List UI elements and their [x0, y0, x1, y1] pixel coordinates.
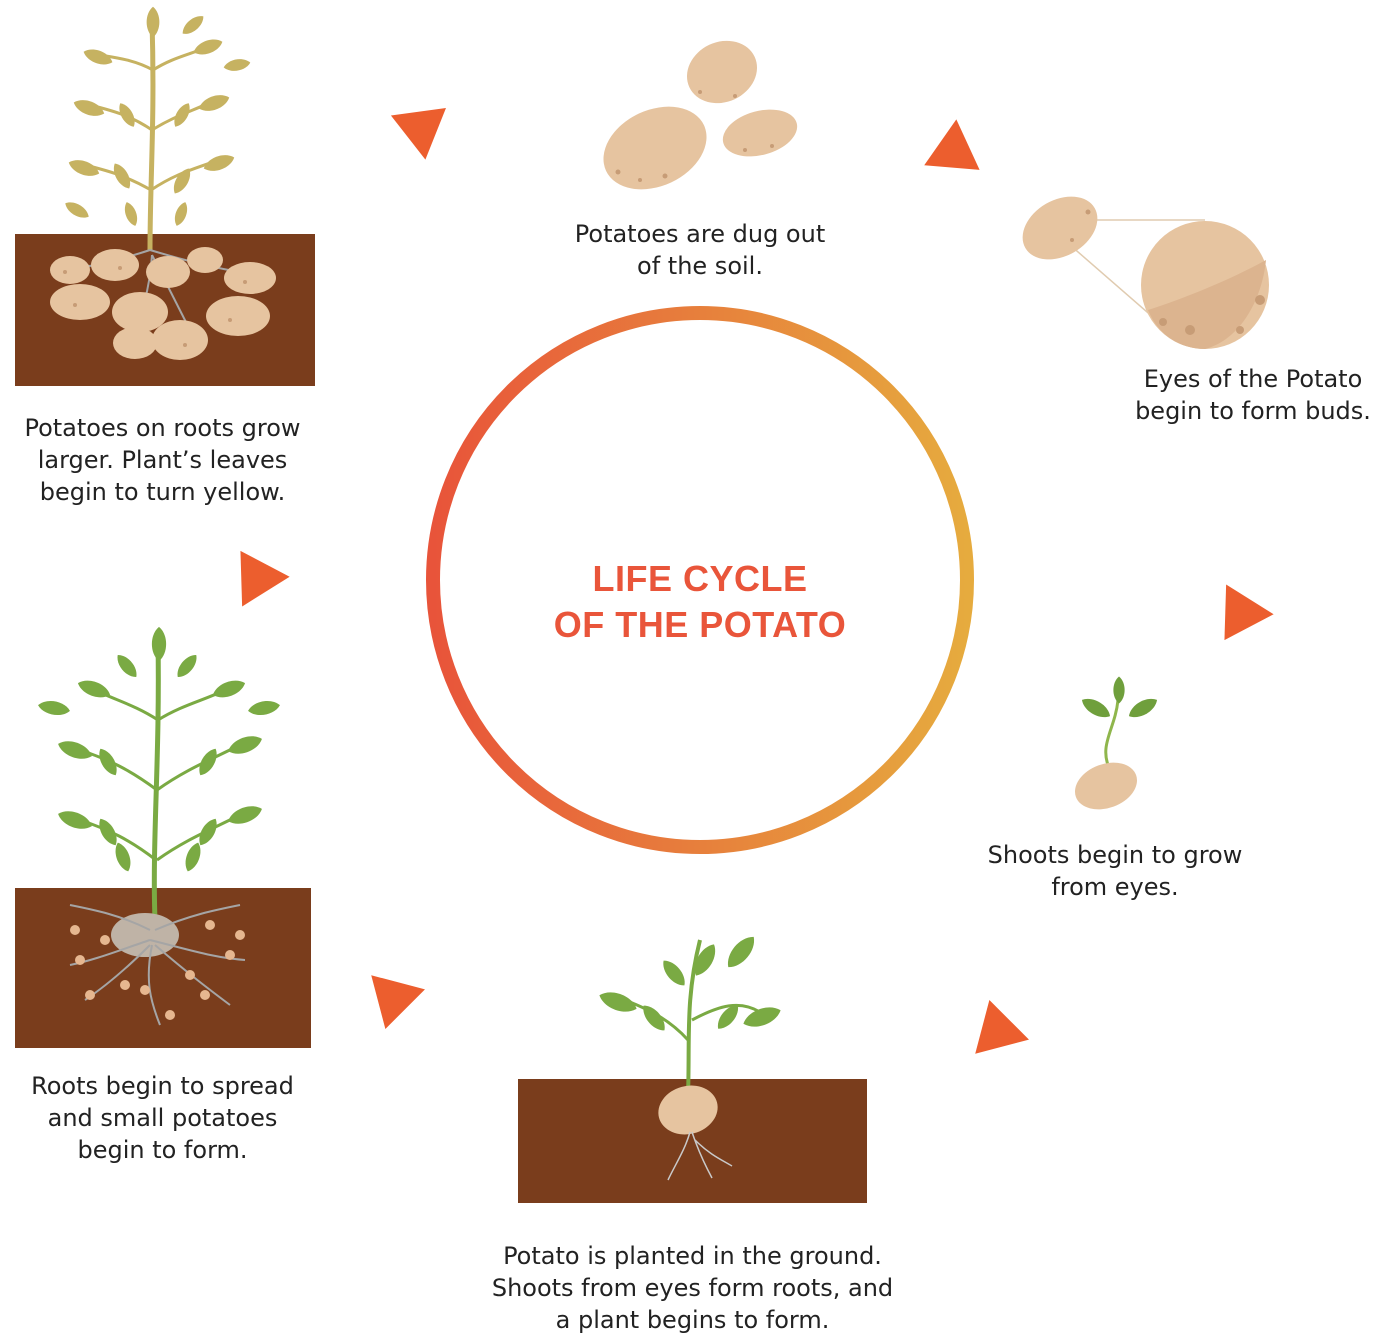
title-line-1: LIFE CYCLE	[480, 556, 920, 602]
caption-line: of the soil.	[500, 250, 900, 282]
caption-roots-spread: Roots begin to spread and small potatoes…	[10, 1070, 315, 1166]
planted-potato-illustration	[518, 932, 867, 1203]
caption-line: begin to turn yellow.	[5, 476, 320, 508]
arrow-2-icon	[878, 87, 995, 193]
arrow-1-icon	[347, 86, 463, 194]
potato-eye-zoom-illustration	[1011, 184, 1269, 349]
caption-line: a plant begins to form.	[455, 1304, 930, 1336]
caption-line: Eyes of the Potato	[1110, 363, 1396, 395]
caption-line: Roots begin to spread	[10, 1070, 315, 1102]
arrow-4-icon	[955, 960, 1068, 1073]
diagram-title: LIFE CYCLE OF THE POTATO	[480, 556, 920, 648]
caption-line: Potatoes are dug out	[500, 218, 900, 250]
caption-line: Shoots from eyes form roots, and	[455, 1272, 930, 1304]
sprouting-potato-illustration	[1068, 677, 1160, 818]
caption-dug-out: Potatoes are dug out of the soil.	[500, 218, 900, 282]
caption-line: begin to form buds.	[1110, 395, 1396, 427]
caption-shoots: Shoots begin to grow from eyes.	[965, 839, 1265, 903]
caption-grow-larger: Potatoes on roots grow larger. Plant’s l…	[5, 412, 320, 508]
caption-planted: Potato is planted in the ground. Shoots …	[455, 1240, 930, 1336]
roots-spread-illustration	[15, 627, 311, 1048]
arrow-3-icon	[1201, 537, 1304, 655]
caption-eyes-buds: Eyes of the Potato begin to form buds.	[1110, 363, 1396, 427]
caption-line: larger. Plant’s leaves	[5, 444, 320, 476]
caption-line: Potato is planted in the ground.	[455, 1240, 930, 1272]
title-line-2: OF THE POTATO	[480, 602, 920, 648]
caption-line: from eyes.	[965, 871, 1265, 903]
caption-line: and small potatoes	[10, 1102, 315, 1134]
caption-line: begin to form.	[10, 1134, 315, 1166]
caption-line: Shoots begin to grow	[965, 839, 1265, 871]
mature-plant-illustration	[15, 7, 315, 386]
caption-line: Potatoes on roots grow	[5, 412, 320, 444]
arrow-6-icon	[217, 536, 320, 654]
arrow-5-icon	[351, 955, 464, 1068]
dug-potatoes-illustration	[590, 30, 802, 206]
